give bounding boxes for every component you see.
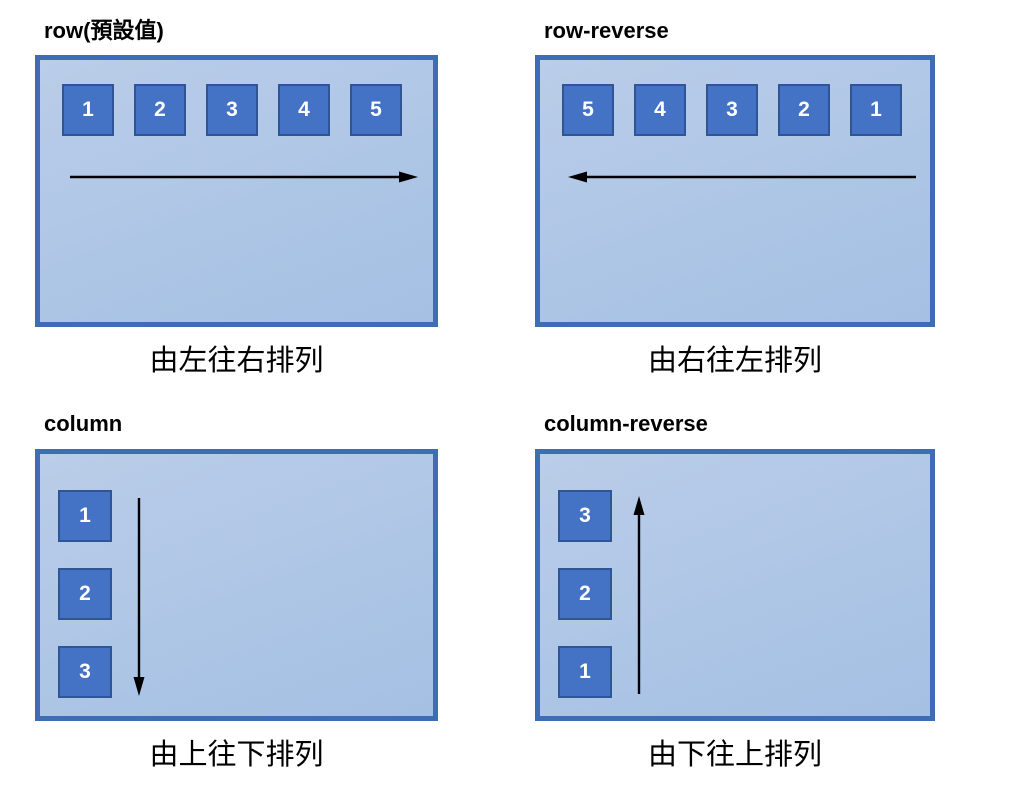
flex-item-box: 3	[706, 84, 758, 137]
panel-caption-row: 由左往右排列	[149, 345, 324, 378]
down-arrow-icon	[133, 497, 145, 696]
flex-item-box: 1	[62, 84, 114, 137]
flex-items-row-reverse: 5 4 3 2 1	[540, 60, 930, 137]
panel-row: row(預設值) 1 2 3 4 5 由左往右排列	[35, 12, 438, 405]
panel-caption-column-reverse: 由下往上排列	[647, 738, 822, 771]
panel-title-row-reverse: row-reverse	[544, 18, 669, 43]
flex-item-box: 1	[850, 84, 902, 137]
flex-container-row: 1 2 3 4 5	[35, 55, 438, 328]
up-arrow-icon	[633, 495, 645, 694]
flex-items-column: 1 2 3	[40, 454, 112, 698]
flex-item-box: 2	[558, 567, 612, 620]
left-arrow-icon	[568, 171, 916, 183]
right-arrow-icon	[70, 171, 418, 183]
flex-item-box: 5	[562, 84, 614, 137]
panel-caption-row-reverse: 由右往左排列	[647, 345, 822, 378]
flex-item-box: 4	[278, 84, 330, 137]
flex-item-box: 2	[134, 84, 186, 137]
panel-title-column-reverse: column-reverse	[544, 411, 708, 437]
flex-item-box: 2	[58, 567, 112, 620]
flex-item-box: 5	[350, 84, 402, 137]
flex-item-box: 3	[558, 489, 612, 542]
panel-title-row: row(預設值)	[44, 18, 164, 43]
flex-item-box: 4	[634, 84, 686, 137]
panel-row-reverse: row-reverse 5 4 3 2 1 由右往左排列	[535, 12, 935, 405]
flex-item-box: 3	[206, 84, 258, 137]
flex-item-box: 1	[58, 489, 112, 542]
flex-item-box: 3	[58, 645, 112, 698]
flex-item-box: 2	[778, 84, 830, 137]
panel-title-column: column	[44, 411, 123, 437]
panel-column: column 1 2 3 由上往下排列	[35, 405, 438, 798]
flex-container-column-reverse: 3 2 1	[535, 448, 935, 721]
flex-container-row-reverse: 5 4 3 2 1	[535, 55, 935, 328]
flex-item-box: 1	[558, 645, 612, 698]
panel-column-reverse: column-reverse 3 2 1 由下往上排列	[535, 405, 935, 798]
panel-caption-column: 由上往下排列	[149, 738, 324, 771]
flex-items-row: 1 2 3 4 5	[40, 60, 433, 137]
flex-items-column-reverse: 3 2 1	[540, 454, 612, 698]
flex-container-column: 1 2 3	[35, 448, 438, 721]
